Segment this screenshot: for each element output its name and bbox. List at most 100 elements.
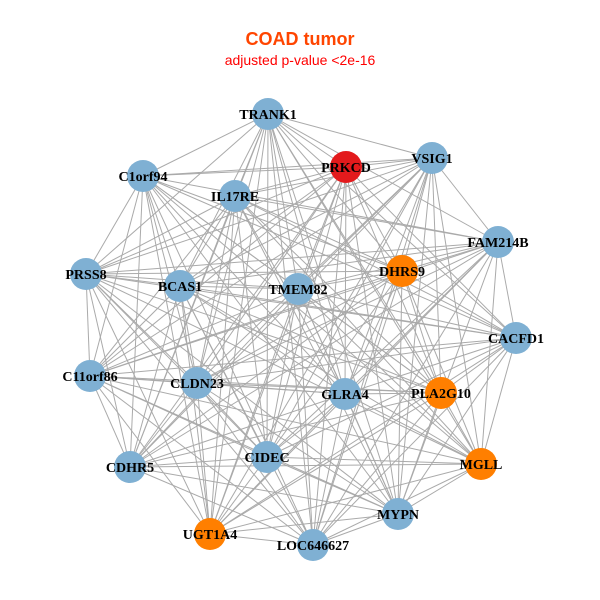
edge-CDHR5-MYPN xyxy=(129,466,399,515)
node-PRSS8[interactable]: PRSS8 xyxy=(65,258,107,290)
node-circle[interactable] xyxy=(330,151,362,183)
node-IL17RE[interactable]: IL17RE xyxy=(211,180,259,212)
node-label: DHRS9 xyxy=(379,265,425,280)
node-circle[interactable] xyxy=(425,377,457,409)
figure-subtitle: adjusted p-value <2e-16 xyxy=(224,52,376,68)
node-CDHR5[interactable]: CDHR5 xyxy=(106,451,154,483)
node-circle[interactable] xyxy=(219,180,251,212)
edge-DHRS9-CDHR5 xyxy=(129,270,403,468)
edge-GLRA4-MGLL xyxy=(344,393,482,465)
edge-CACFD1-C11orf86 xyxy=(89,337,517,377)
node-circle[interactable] xyxy=(74,360,106,392)
edge-VSIG1-MYPN xyxy=(397,157,433,515)
node-circle[interactable] xyxy=(251,441,283,473)
edge-CACFD1-CIDEC xyxy=(266,337,517,458)
node-circle[interactable] xyxy=(114,451,146,483)
edge-TRANK1-GLRA4 xyxy=(267,113,346,395)
node-CIDEC[interactable]: CIDEC xyxy=(244,441,290,473)
node-label: TRANK1 xyxy=(239,108,297,123)
figure-title: COAD tumor xyxy=(245,29,355,49)
node-MYPN[interactable]: MYPN xyxy=(377,498,419,530)
node-circle[interactable] xyxy=(482,226,514,258)
edge-TMEM82-PLA2G10 xyxy=(297,288,442,394)
node-label: TMEM82 xyxy=(268,283,327,298)
edge-C11orf86-UGT1A4 xyxy=(89,375,211,535)
node-label: MGLL xyxy=(460,458,503,473)
edge-C11orf86-MGLL xyxy=(89,375,482,465)
node-CACFD1[interactable]: CACFD1 xyxy=(488,322,544,354)
node-circle[interactable] xyxy=(164,270,196,302)
edge-CACFD1-MYPN xyxy=(397,337,517,515)
node-label: C1orf94 xyxy=(119,170,168,185)
node-circle[interactable] xyxy=(382,498,414,530)
node-label: PLA2G10 xyxy=(411,387,471,402)
node-PLA2G10[interactable]: PLA2G10 xyxy=(411,377,471,409)
edge-TRANK1-CIDEC xyxy=(266,113,269,458)
node-BCAS1[interactable]: BCAS1 xyxy=(158,270,202,302)
edge-MGLL-CDHR5 xyxy=(129,463,482,468)
edge-MGLL-UGT1A4 xyxy=(209,463,482,535)
node-label: IL17RE xyxy=(211,190,259,205)
edge-TMEM82-CDHR5 xyxy=(129,288,299,468)
edge-VSIG1-MGLL xyxy=(431,157,482,465)
edge-C1orf94-FAM214B xyxy=(142,175,499,243)
edge-IL17RE-FAM214B xyxy=(234,195,499,243)
edges-layer xyxy=(85,113,517,546)
edge-CLDN23-MYPN xyxy=(196,382,399,515)
edge-VSIG1-PLA2G10 xyxy=(431,157,442,394)
node-CLDN23[interactable]: CLDN23 xyxy=(170,367,224,399)
edge-IL17RE-CLDN23 xyxy=(196,195,236,384)
node-label: GLRA4 xyxy=(321,388,368,403)
node-circle[interactable] xyxy=(386,255,418,287)
edge-CACFD1-LOC646627 xyxy=(312,337,517,546)
node-circle[interactable] xyxy=(416,142,448,174)
edge-CIDEC-MGLL xyxy=(266,456,482,465)
node-circle[interactable] xyxy=(181,367,213,399)
edge-PRKCD-CDHR5 xyxy=(129,166,347,468)
node-label: PRSS8 xyxy=(65,268,106,283)
edge-TMEM82-UGT1A4 xyxy=(209,288,299,535)
node-circle[interactable] xyxy=(297,529,329,561)
edge-C1orf94-UGT1A4 xyxy=(142,175,211,535)
edge-PLA2G10-MYPN xyxy=(397,392,442,515)
edge-PRKCD-C11orf86 xyxy=(89,166,347,377)
edge-PLA2G10-CDHR5 xyxy=(129,392,442,468)
node-label: CACFD1 xyxy=(488,332,544,347)
node-label: CIDEC xyxy=(244,451,289,466)
node-MGLL[interactable]: MGLL xyxy=(460,448,503,480)
edge-BCAS1-C11orf86 xyxy=(89,285,181,377)
edge-VSIG1-CIDEC xyxy=(266,157,433,458)
edge-CACFD1-UGT1A4 xyxy=(209,337,517,535)
edge-IL17RE-CACFD1 xyxy=(234,195,517,339)
edge-VSIG1-PRSS8 xyxy=(85,157,433,275)
node-VSIG1[interactable]: VSIG1 xyxy=(411,142,453,174)
node-PRKCD[interactable]: PRKCD xyxy=(321,151,371,183)
node-LOC646627[interactable]: LOC646627 xyxy=(277,529,349,561)
node-DHRS9[interactable]: DHRS9 xyxy=(379,255,425,287)
node-circle[interactable] xyxy=(252,98,284,130)
node-circle[interactable] xyxy=(465,448,497,480)
node-GLRA4[interactable]: GLRA4 xyxy=(321,378,369,410)
edge-CACFD1-CLDN23 xyxy=(196,337,517,384)
edge-DHRS9-PRSS8 xyxy=(85,270,403,275)
node-circle[interactable] xyxy=(500,322,532,354)
edge-TRANK1-UGT1A4 xyxy=(209,113,269,535)
node-FAM214B[interactable]: FAM214B xyxy=(467,226,529,258)
node-circle[interactable] xyxy=(194,518,226,550)
edge-PRSS8-C11orf86 xyxy=(85,273,91,377)
edge-CACFD1-MGLL xyxy=(480,337,517,465)
edge-C1orf94-DHRS9 xyxy=(142,175,403,272)
edge-PRKCD-CIDEC xyxy=(266,166,347,458)
node-UGT1A4[interactable]: UGT1A4 xyxy=(183,518,237,550)
node-circle[interactable] xyxy=(329,378,361,410)
node-circle[interactable] xyxy=(70,258,102,290)
node-circle[interactable] xyxy=(282,273,314,305)
node-circle[interactable] xyxy=(127,160,159,192)
edge-PRKCD-PRSS8 xyxy=(85,166,347,275)
node-C1orf94[interactable]: C1orf94 xyxy=(119,160,168,192)
node-C11orf86[interactable]: C11orf86 xyxy=(62,360,118,392)
node-TRANK1[interactable]: TRANK1 xyxy=(239,98,297,130)
edge-C1orf94-PRSS8 xyxy=(85,175,144,275)
node-TMEM82[interactable]: TMEM82 xyxy=(268,273,328,305)
